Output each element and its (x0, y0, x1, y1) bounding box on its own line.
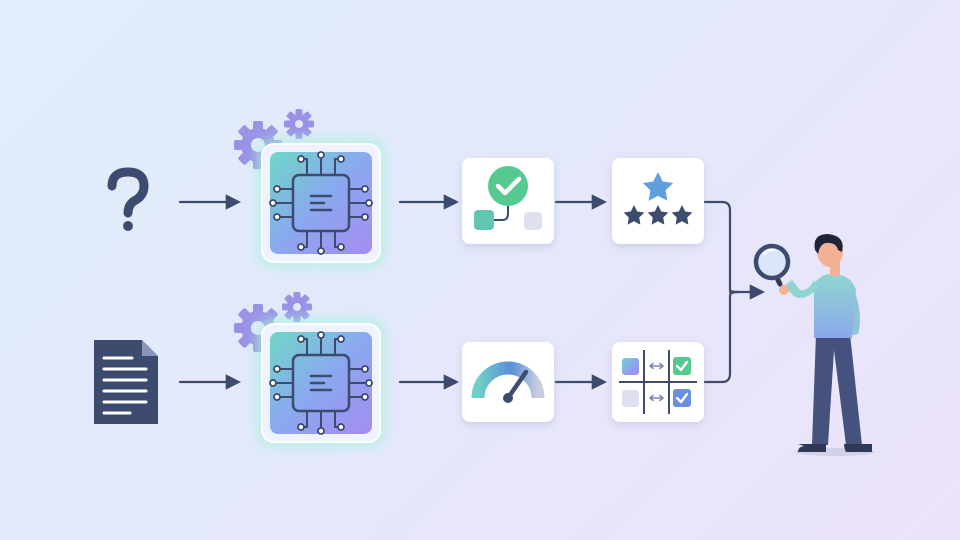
check-badge-icon (474, 166, 542, 230)
comparison-matrix-icon (619, 350, 697, 414)
chip-icon-bottom (258, 320, 384, 446)
magnifying-glass-icon (753, 243, 791, 287)
reviewer-person (753, 234, 875, 456)
gauge-card (462, 342, 554, 422)
star-rating-icon (623, 172, 693, 225)
connectors (178, 194, 766, 390)
arrow-matrix-merge (703, 290, 740, 384)
chip-icon-top (258, 140, 384, 266)
arrow-stars-merge (703, 200, 740, 294)
gauge-icon (471, 361, 545, 403)
star-rating-card (612, 158, 704, 244)
comparison-matrix-card (612, 342, 704, 422)
document-icon (94, 340, 158, 424)
question-mark-icon (107, 167, 149, 231)
check-badge-card (462, 158, 554, 244)
